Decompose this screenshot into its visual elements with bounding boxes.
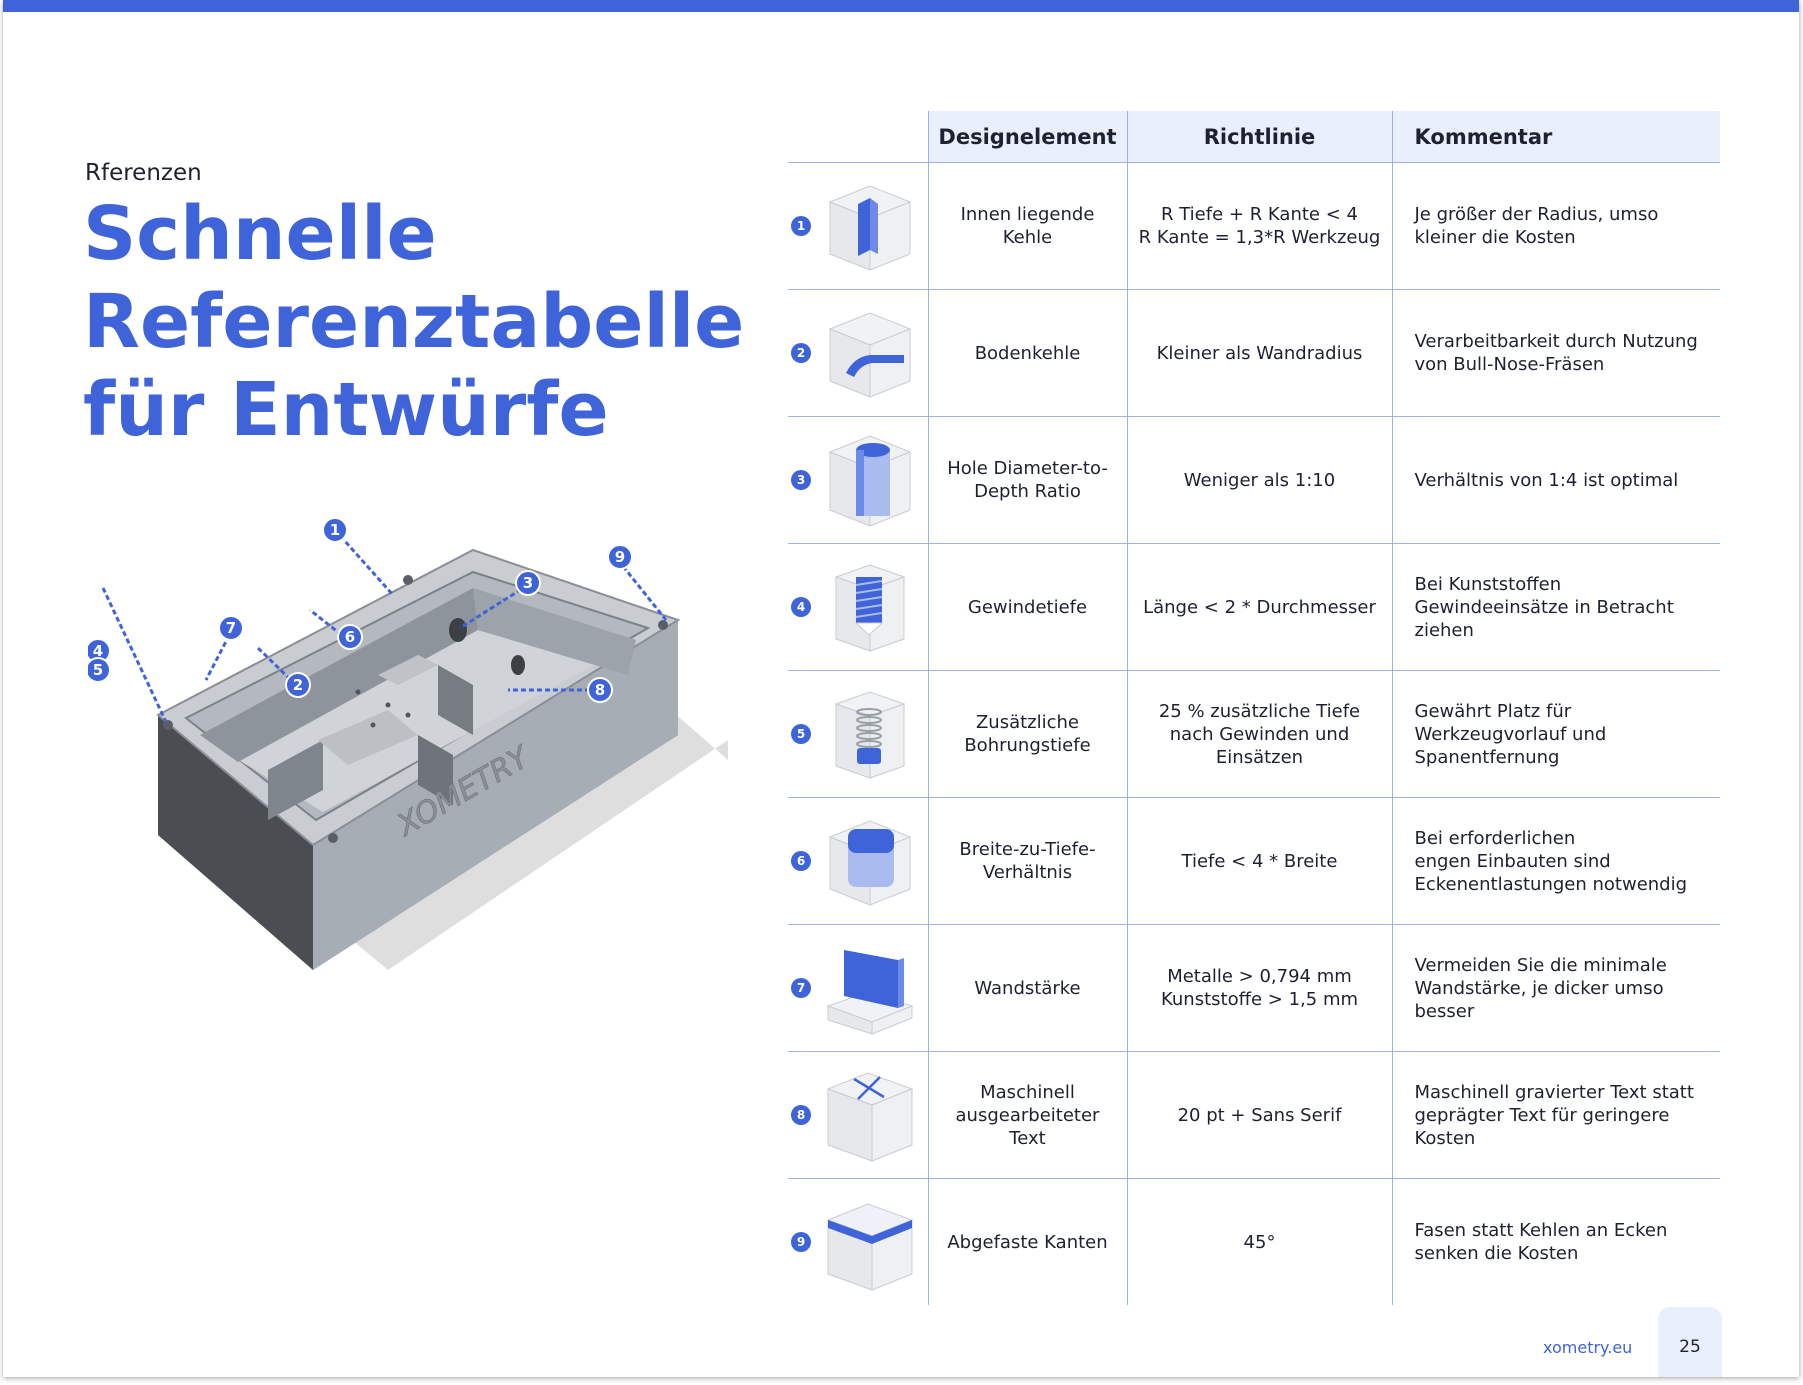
row-illustration-cell: 3 <box>788 416 928 544</box>
title-line: für Entwürfe <box>83 367 609 453</box>
pocket-ratio-icon <box>818 809 922 913</box>
wall-thickness-icon <box>818 936 922 1040</box>
row-illustration-cell: 6 <box>788 797 928 925</box>
hole-ratio-icon <box>818 428 922 532</box>
row-illustration-cell: 9 <box>788 1179 928 1306</box>
callout-number: 7 <box>226 619 236 637</box>
guideline-cell: 20 pt + Sans Serif <box>1126 1051 1392 1179</box>
design-element-cell: Abgefaste Kanten <box>927 1178 1127 1305</box>
callout-number: 9 <box>615 548 625 566</box>
row-number-badge: 5 <box>791 724 811 744</box>
callout-badge: 5 <box>88 657 111 683</box>
row-number-badge: 8 <box>791 1105 811 1125</box>
design-element-cell: Hole Diameter-to-Depth Ratio <box>927 416 1127 544</box>
design-element-cell: Gewindetiefe <box>927 543 1127 671</box>
row-number-badge: 1 <box>791 216 811 236</box>
header-kommentar: Kommentar <box>1391 111 1720 163</box>
machined-part-illustration: XOMETRY 1 2 3 4 5 6 7 8 9 <box>88 517 728 970</box>
floor-fillet-icon <box>818 301 922 405</box>
page: Rferenzen Schnelle Referenztabelle für E… <box>3 0 1799 1377</box>
callout-number: 6 <box>345 628 355 646</box>
row-number-badge: 3 <box>791 470 811 490</box>
engraved-text-icon <box>818 1063 922 1167</box>
guideline-cell: Tiefe < 4 * Breite <box>1126 797 1392 925</box>
callout-badge: 6 <box>337 624 363 650</box>
row-illustration-cell: 4 <box>788 543 928 671</box>
design-element-cell: Wandstärke <box>927 924 1127 1052</box>
row-number-badge: 6 <box>791 851 811 871</box>
callout-badge: 9 <box>607 544 633 570</box>
row-number-badge: 4 <box>791 597 811 617</box>
inner-fillet-icon <box>818 174 922 278</box>
callout-number: 3 <box>523 574 533 592</box>
callout-number: 2 <box>293 676 303 694</box>
design-element-cell: Bodenkehle <box>927 289 1127 417</box>
thread-depth-icon <box>818 555 922 659</box>
row-illustration-cell: 2 <box>788 289 928 417</box>
callout-number: 4 <box>93 642 103 660</box>
comment-cell: Verhältnis von 1:4 ist optimal <box>1391 416 1720 544</box>
row-illustration-cell: 1 <box>788 162 928 290</box>
page-number: 25 <box>1679 1337 1701 1357</box>
callout-number: 1 <box>330 521 340 539</box>
row-number-badge: 7 <box>791 978 811 998</box>
page-title: Schnelle Referenztabelle für Entwürfe <box>83 190 745 454</box>
callout-number: 5 <box>93 661 103 679</box>
design-element-cell: Breite-zu-Tiefe-Verhältnis <box>927 797 1127 925</box>
title-line: Referenztabelle <box>83 279 745 365</box>
row-number-badge: 2 <box>791 343 811 363</box>
callout-badge: 1 <box>322 517 348 543</box>
guideline-cell: Weniger als 1:10 <box>1126 416 1392 544</box>
extra-bore-depth-icon <box>818 682 922 786</box>
row-number-badge: 9 <box>791 1232 811 1252</box>
top-accent-bar <box>3 0 1799 12</box>
footer-site: xometry.eu <box>1543 1338 1633 1357</box>
guideline-cell: 45° <box>1126 1178 1392 1305</box>
header-richtlinie: Richtlinie <box>1126 111 1392 163</box>
callout-badge: 7 <box>218 615 244 641</box>
design-element-cell: Innen liegende Kehle <box>927 162 1127 290</box>
callout-badge: 2 <box>285 672 311 698</box>
reference-table: Designelement Richtlinie Kommentar 1 Inne… <box>788 111 1720 1305</box>
guideline-cell: Kleiner als Wandradius <box>1126 289 1392 417</box>
table-header-row: Designelement Richtlinie Kommentar <box>788 111 1720 163</box>
header-blank <box>788 111 928 163</box>
header-designelement: Designelement <box>927 111 1127 163</box>
row-illustration-cell: 7 <box>788 924 928 1052</box>
page-number-tab: 25 <box>1658 1307 1722 1377</box>
callout-number: 8 <box>595 681 605 699</box>
chamfer-edge-icon <box>818 1190 922 1294</box>
section-eyebrow: Rferenzen <box>85 160 202 186</box>
callout-badge: 8 <box>587 677 613 703</box>
row-illustration-cell: 8 <box>788 1051 928 1179</box>
title-line: Schnelle <box>83 191 437 277</box>
callout-badge: 3 <box>515 570 541 596</box>
guideline-cell: Länge < 2 * Durchmesser <box>1126 543 1392 671</box>
row-illustration-cell: 5 <box>788 670 928 798</box>
